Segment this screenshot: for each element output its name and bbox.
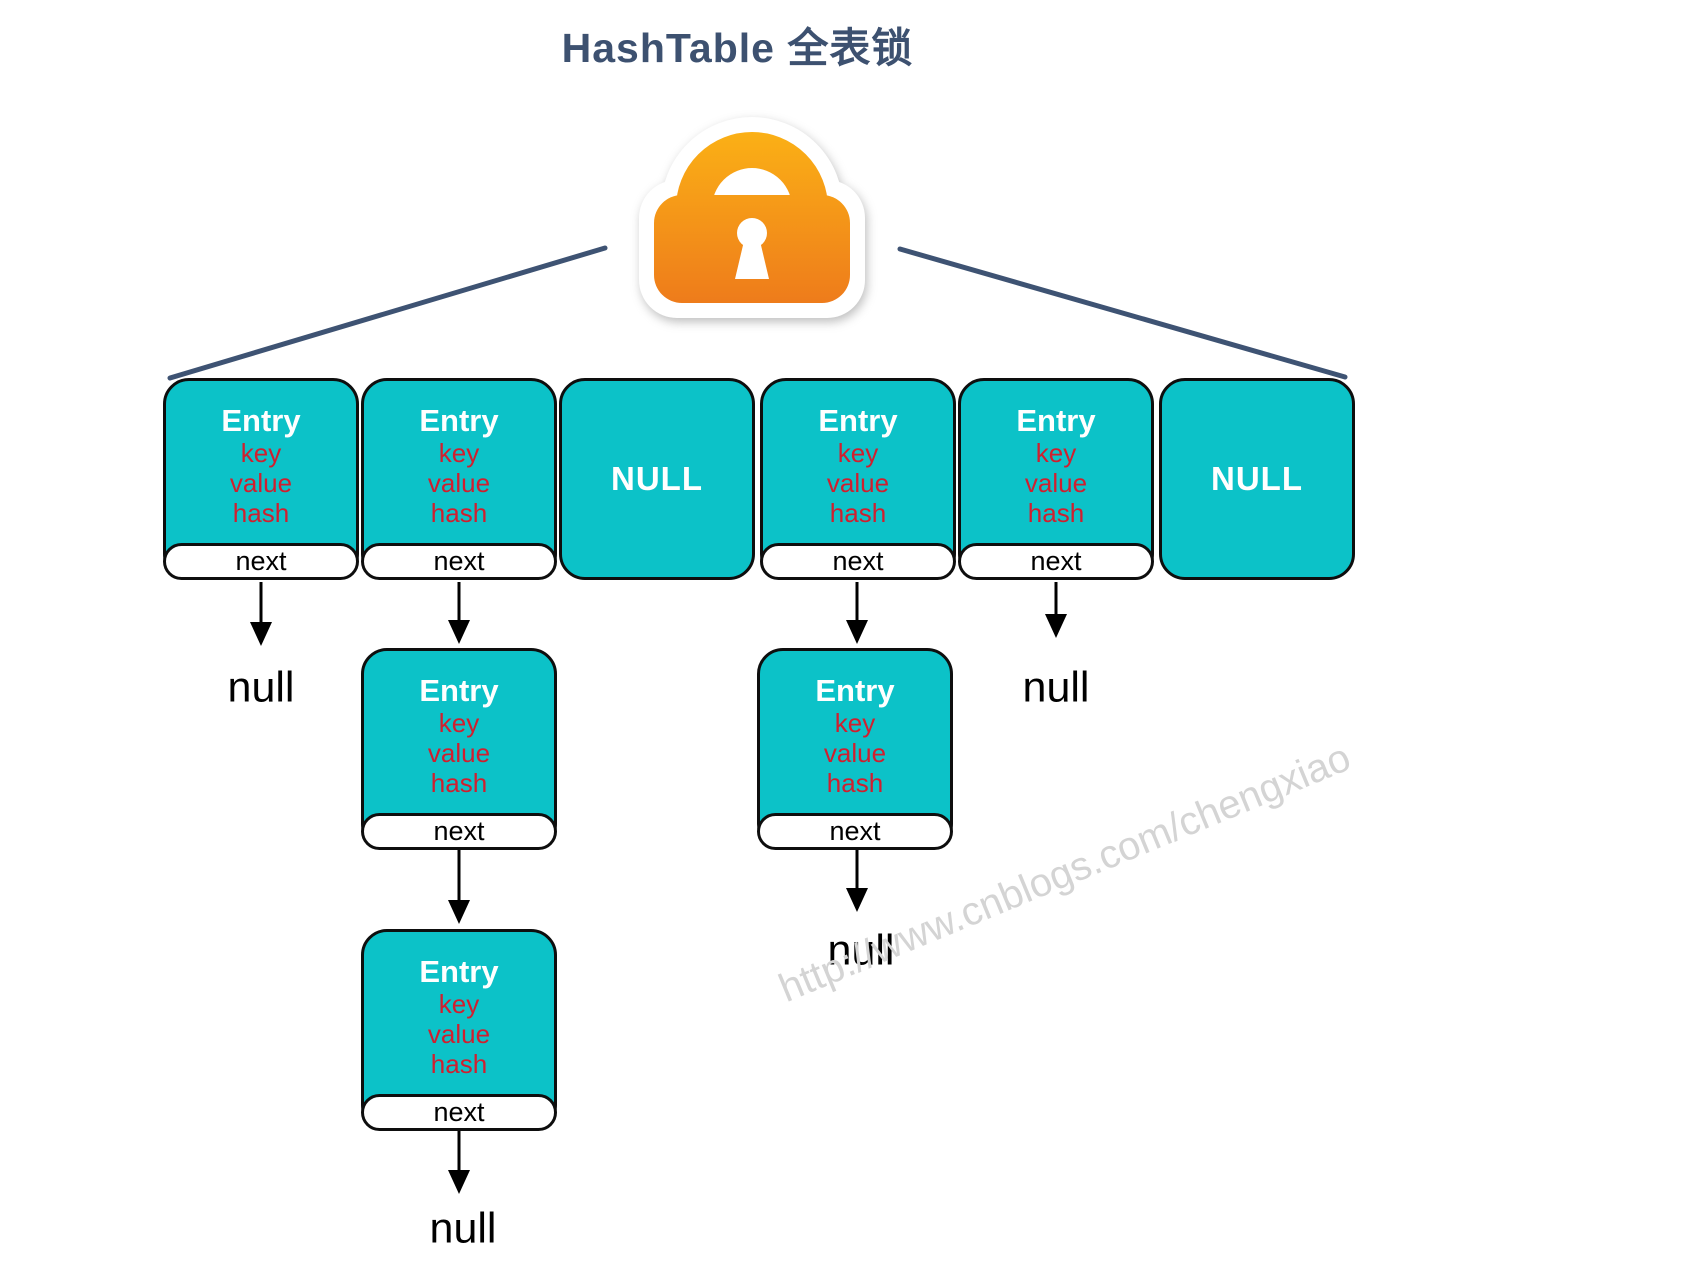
next-pointer: next [361, 543, 557, 580]
null-ref-bucket-0: null [227, 663, 295, 712]
arrow-bucket1-entry2 [448, 900, 470, 924]
null-ref-bucket-3: null [827, 926, 895, 975]
entry-field-value: value [427, 1019, 491, 1049]
next-pointer: next [361, 813, 557, 850]
entry-field-hash: hash [826, 768, 884, 798]
lock-line-right [897, 246, 1348, 380]
arrow-bucket3-null [846, 888, 868, 912]
lock-line-left [167, 245, 608, 381]
bucket-3-chain-entry-node-1: Entry key value hash next [757, 648, 953, 850]
entry-title: Entry [221, 403, 301, 438]
entry-field-key: key [438, 438, 480, 468]
entry-field-key: key [1035, 438, 1077, 468]
entry-field-key: key [438, 708, 480, 738]
page-title: HashTable 全表锁 [561, 25, 914, 71]
arrow-bucket0-null [250, 622, 272, 646]
entry-field-hash: hash [430, 768, 488, 798]
entry-field-key: key [240, 438, 282, 468]
next-pointer: next [163, 543, 359, 580]
entry-field-hash: hash [829, 498, 887, 528]
entry-title: Entry [1016, 403, 1096, 438]
entry-field-hash: hash [1027, 498, 1085, 528]
arrow-bucket1-entry [448, 620, 470, 644]
null-ref-bucket-1: null [429, 1204, 497, 1253]
bucket-1-chain-entry-node-2: Entry key value hash next [361, 929, 557, 1131]
entry-field-hash: hash [232, 498, 290, 528]
bucket-5-null-node: NULL [1159, 378, 1355, 580]
next-pointer: next [760, 543, 956, 580]
entry-field-key: key [834, 708, 876, 738]
entry-title: Entry [419, 403, 499, 438]
entry-field-hash: hash [430, 1049, 488, 1079]
bucket-1-entry-node: Entry key value hash next [361, 378, 557, 580]
keyhole-icon [735, 218, 769, 279]
entry-title: Entry [419, 954, 499, 989]
padlock-icon [639, 117, 865, 318]
bucket-3-entry-node: Entry key value hash next [760, 378, 956, 580]
entry-title: Entry [815, 673, 895, 708]
null-box-label: NULL [611, 460, 703, 497]
entry-field-hash: hash [430, 498, 488, 528]
next-pointer: next [361, 1094, 557, 1131]
bucket-2-null-node: NULL [559, 378, 755, 580]
entry-title: Entry [419, 673, 499, 708]
entry-field-value: value [823, 738, 887, 768]
null-ref-bucket-4: null [1022, 663, 1090, 712]
entry-field-value: value [229, 468, 293, 498]
entry-field-key: key [837, 438, 879, 468]
entry-field-value: value [1024, 468, 1088, 498]
bucket-0-entry-node: Entry key value hash next [163, 378, 359, 580]
bucket-4-entry-node: Entry key value hash next [958, 378, 1154, 580]
next-pointer: next [757, 813, 953, 850]
entry-field-value: value [826, 468, 890, 498]
entry-field-key: key [438, 989, 480, 1019]
next-pointer: next [958, 543, 1154, 580]
arrow-bucket3-entry [846, 620, 868, 644]
entry-field-value: value [427, 468, 491, 498]
entry-field-value: value [427, 738, 491, 768]
arrow-bucket4-null [1045, 614, 1067, 638]
entry-title: Entry [818, 403, 898, 438]
arrow-bucket1-null [448, 1170, 470, 1194]
null-box-label: NULL [1211, 460, 1303, 497]
bucket-1-chain-entry-node-1: Entry key value hash next [361, 648, 557, 850]
